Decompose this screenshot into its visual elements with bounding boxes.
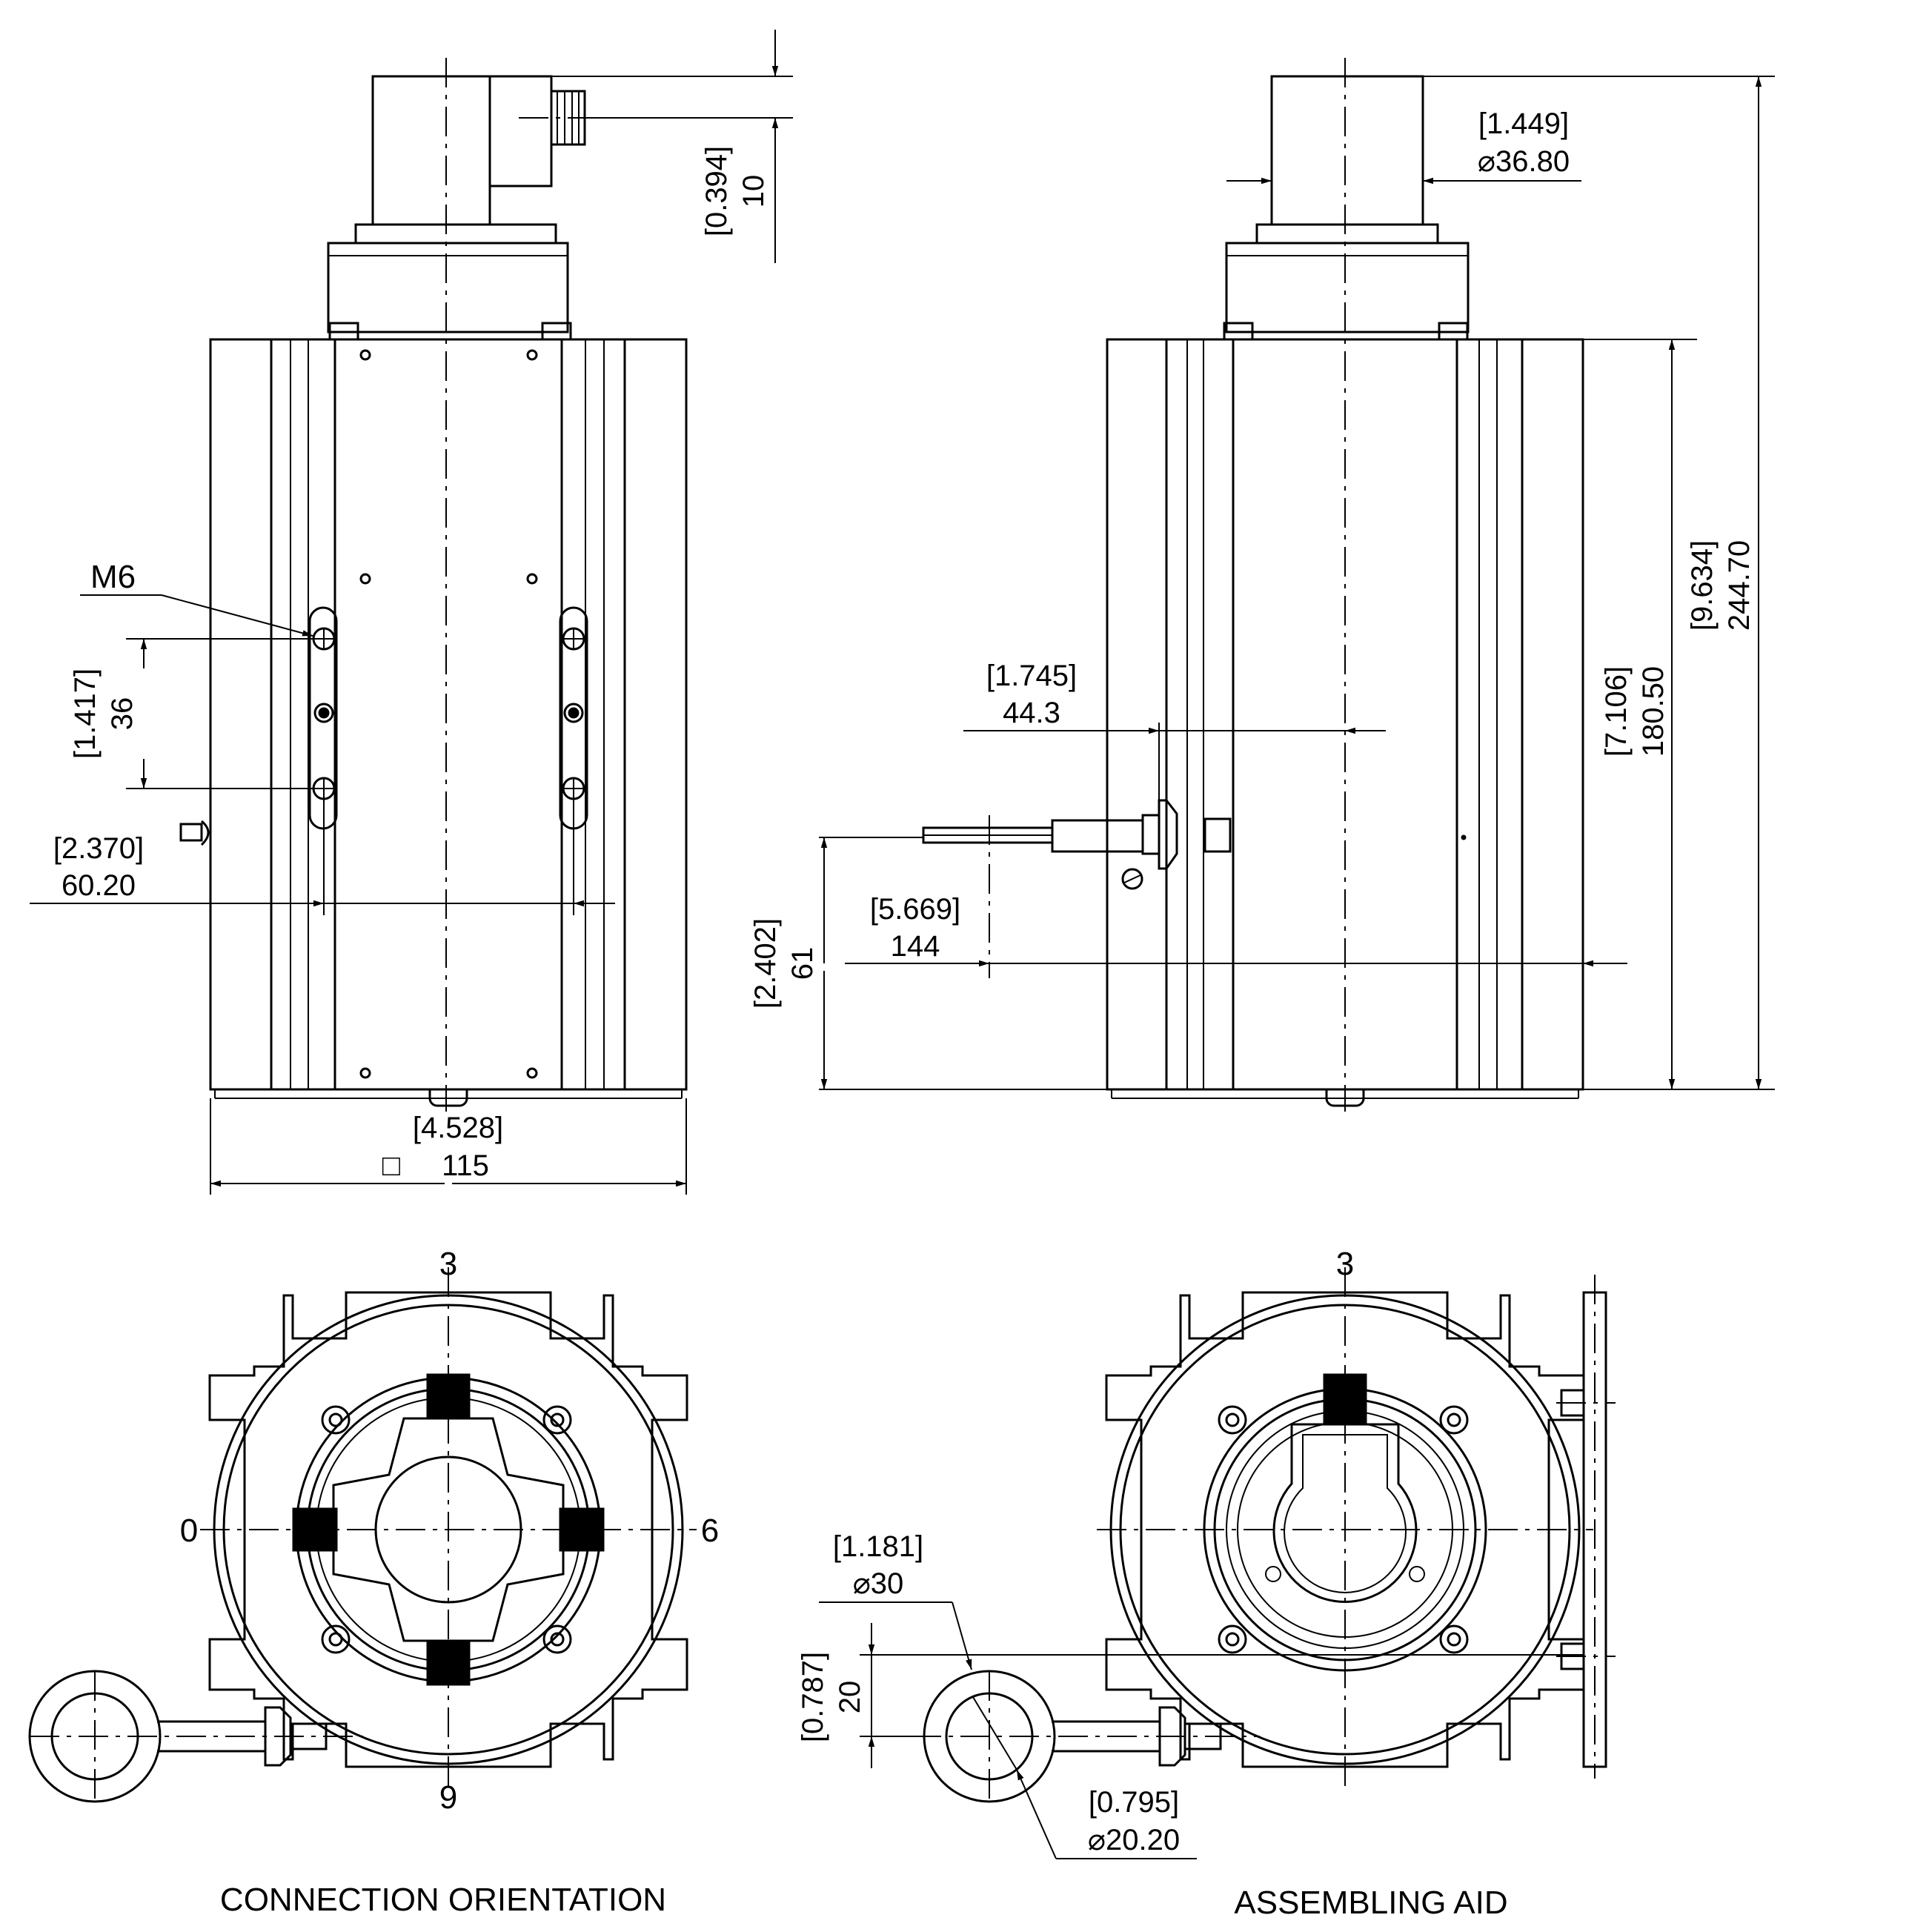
side-flange	[1225, 242, 1470, 333]
bolt	[1439, 1624, 1469, 1654]
dim-wire-mm: 44.3	[1003, 697, 1060, 729]
assembly-view: [0.787] 20 [1.181] ⌀30 [0.795] ⌀20.20 3 …	[797, 1246, 1616, 1921]
connector-plug	[488, 75, 553, 187]
bolt	[321, 1405, 351, 1435]
assembly-pos-top-label: 3	[1336, 1246, 1354, 1282]
bolt	[1218, 1624, 1247, 1654]
dim-wire-height-mm: 61	[786, 947, 819, 980]
assembly-wire-fitting	[1158, 1706, 1186, 1767]
dim-flange-mm: ⌀36.80	[1478, 145, 1570, 178]
dim-total-in: [9.634]	[1686, 540, 1719, 631]
dim-width-in: [4.528]	[413, 1112, 503, 1144]
dim-total-mm: 244.70	[1723, 540, 1756, 631]
thread-label: M6	[90, 559, 136, 595]
bolt	[542, 1405, 572, 1435]
dim-wire-len-mm: 144	[891, 930, 940, 963]
assembly-profile-outline	[1105, 1291, 1585, 1768]
dim-hole-in: [0.795]	[1089, 1786, 1179, 1819]
dim-offset-in: [0.787]	[797, 1652, 829, 1742]
front-body	[209, 338, 688, 1091]
wire-fitting	[264, 1706, 292, 1767]
dim-eye-mm: ⌀30	[853, 1567, 904, 1600]
square-symbol: □	[382, 1149, 400, 1182]
connector-housing	[371, 75, 491, 226]
side-connector-housing	[1270, 75, 1424, 226]
dim-holes-mm: 36	[106, 697, 139, 731]
dim-wire-in: [1.745]	[986, 660, 1077, 692]
bolt	[321, 1624, 351, 1654]
bolt	[1439, 1405, 1469, 1435]
dim-offset-mm: 20	[834, 1681, 866, 1714]
wire-exit-fitting	[1158, 799, 1178, 870]
dim-body-mm: 180.50	[1637, 666, 1670, 757]
dim-groove-mm: 60.20	[62, 869, 136, 902]
dim-groove-in: [2.370]	[53, 832, 144, 865]
bolt	[542, 1624, 572, 1654]
dim-body-in: [7.106]	[1600, 666, 1633, 757]
assembly-title: ASSEMBLING AID	[1234, 1885, 1507, 1921]
pos-left-label: 0	[180, 1513, 198, 1549]
dim-wire-height-in: [2.402]	[749, 918, 782, 1009]
profile-outline	[208, 1291, 688, 1768]
flange	[327, 242, 569, 333]
front-view: [0.394] 10 M6 [1.417] 36 [2.370] 60.20 […	[30, 30, 793, 1195]
dim-hole-mm: ⌀20.20	[1088, 1824, 1180, 1856]
dim-connector-mm: 10	[737, 175, 770, 208]
dim-width-mm: 115	[442, 1149, 489, 1182]
pos-right-label: 6	[701, 1513, 719, 1549]
connection-view: 3 0 6 9 CONNECTION ORIENTATION	[28, 1246, 719, 1918]
side-view: [1.449] ⌀36.80 [9.634] 244.70 [7.106] 18…	[749, 58, 1775, 1112]
pos-bottom-label: 9	[439, 1779, 457, 1816]
bolt	[1218, 1405, 1247, 1435]
dim-eye-in: [1.181]	[833, 1530, 923, 1563]
keyhole-outline	[1272, 1423, 1418, 1603]
dim-holes-in: [1.417]	[69, 668, 102, 759]
connection-title: CONNECTION ORIENTATION	[220, 1882, 666, 1918]
dim-wire-len-in: [5.669]	[870, 893, 960, 926]
dim-connector-in: [0.394]	[700, 146, 733, 236]
dim-flange-in: [1.449]	[1478, 107, 1569, 140]
pos-top-label: 3	[439, 1246, 457, 1282]
